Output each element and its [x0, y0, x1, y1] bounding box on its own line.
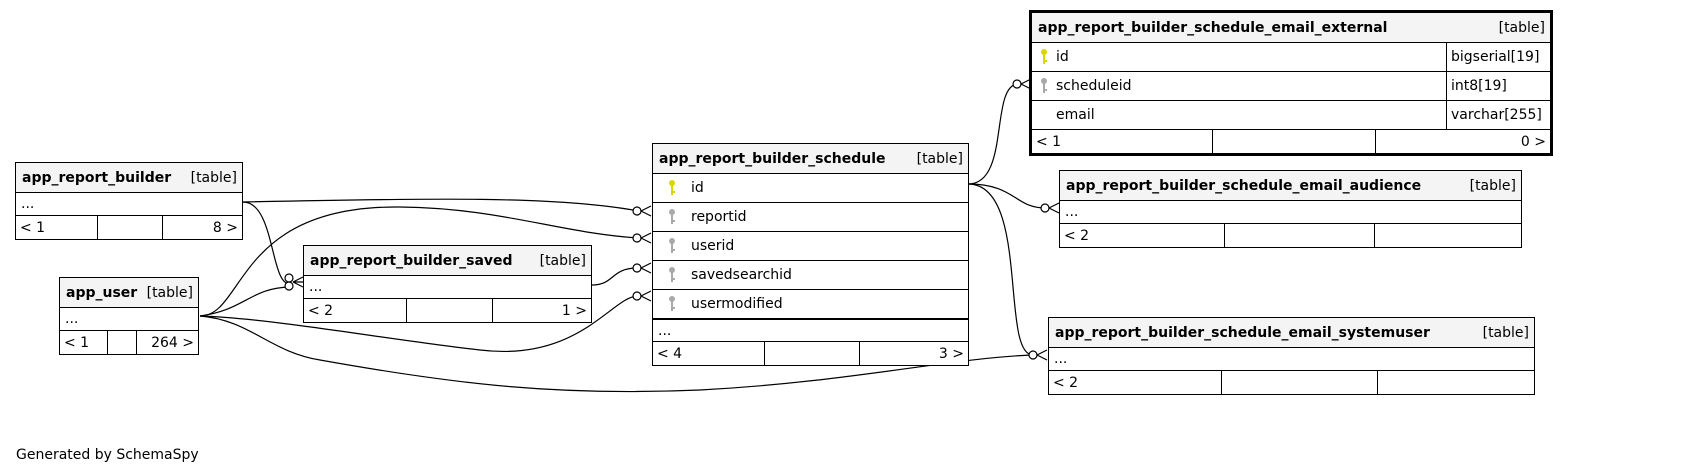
column-name: id	[691, 180, 704, 196]
relationship-line	[967, 83, 1018, 185]
table-type: [table]	[916, 150, 963, 167]
collapsed-columns: ...	[653, 318, 968, 341]
column-name: scheduleid	[1056, 78, 1132, 94]
column-name: userid	[691, 238, 735, 254]
collapsed-columns: ...	[1049, 347, 1534, 370]
table-type: [table]	[190, 169, 237, 186]
column-type: bigserial[19]	[1446, 43, 1550, 71]
column-count	[97, 216, 162, 239]
fk-key-icon	[653, 208, 691, 226]
relationship-line	[199, 206, 639, 317]
table-name: app_user	[66, 284, 138, 301]
parents-count[interactable]: < 1	[20, 219, 46, 236]
children-count[interactable]	[1377, 371, 1534, 394]
table-name: app_report_builder	[22, 169, 172, 186]
table-app-report-builder-schedule[interactable]: app_report_builder_schedule [table] id re…	[652, 143, 969, 366]
pk-key-icon	[653, 179, 691, 197]
column-row-reportid[interactable]: reportid	[653, 202, 968, 231]
table-name: app_report_builder_schedule	[659, 150, 886, 167]
collapsed-columns: ...	[60, 307, 198, 330]
children-count[interactable]: 1 >	[492, 299, 591, 322]
column-row-id[interactable]: id bigserial[19]	[1032, 42, 1550, 71]
table-footer: < 2	[1060, 223, 1521, 247]
column-row-savedsearchid[interactable]: savedsearchid	[653, 260, 968, 289]
relationship-line	[591, 267, 639, 286]
relationship-line	[967, 183, 1034, 356]
table-type: [table]	[1482, 324, 1529, 341]
relationship-line	[199, 295, 639, 353]
column-count	[1221, 371, 1377, 394]
collapsed-columns: ...	[304, 275, 591, 298]
column-type: varchar[255]	[1446, 101, 1550, 129]
parents-count[interactable]: < 4	[657, 345, 683, 362]
parents-count[interactable]: < 2	[308, 302, 334, 319]
column-row-usermodified[interactable]: usermodified	[653, 289, 968, 318]
column-count	[1224, 224, 1374, 247]
fk-key-icon	[1032, 77, 1056, 95]
table-footer: < 1 264 >	[60, 330, 198, 354]
column-row-userid[interactable]: userid	[653, 231, 968, 260]
parents-count[interactable]: < 2	[1053, 374, 1079, 391]
column-name: usermodified	[691, 296, 783, 312]
column-name: id	[1056, 49, 1069, 65]
column-name: email	[1056, 107, 1095, 123]
cardinality-markers	[284, 78, 1060, 361]
children-count[interactable]: 3 >	[859, 342, 968, 365]
table-app-report-builder-schedule-email-systemuser[interactable]: app_report_builder_schedule_email_system…	[1048, 317, 1535, 395]
table-footer: < 4 3 >	[653, 341, 968, 365]
column-name: reportid	[691, 209, 747, 225]
relationship-line	[199, 315, 1034, 393]
column-row-email[interactable]: email varchar[255]	[1032, 100, 1550, 129]
table-footer: < 1 0 >	[1032, 129, 1550, 153]
fk-key-icon	[653, 266, 691, 284]
relationship-line	[242, 201, 291, 285]
children-count[interactable]	[1374, 224, 1521, 247]
table-footer: < 2 1 >	[304, 298, 591, 322]
table-type: [table]	[1469, 177, 1516, 194]
column-count	[406, 299, 492, 322]
table-footer: < 1 8 >	[16, 215, 242, 239]
table-app-report-builder-schedule-email-audience[interactable]: app_report_builder_schedule_email_audien…	[1059, 170, 1522, 248]
table-name: app_report_builder_saved	[310, 252, 513, 269]
table-app-report-builder-schedule-email-external[interactable]: app_report_builder_schedule_email_extern…	[1029, 10, 1553, 156]
parents-count[interactable]: < 1	[1036, 133, 1062, 150]
relationship-line	[242, 198, 639, 212]
column-type: int8[19]	[1446, 72, 1550, 100]
relationship-line	[199, 286, 291, 317]
collapsed-columns: ...	[1060, 200, 1521, 223]
generated-by-note: Generated by SchemaSpy	[16, 447, 199, 463]
children-count[interactable]: 8 >	[162, 216, 242, 239]
table-name: app_report_builder_schedule_email_extern…	[1038, 19, 1388, 36]
fk-key-icon	[653, 237, 691, 255]
table-name: app_report_builder_schedule_email_system…	[1055, 324, 1430, 341]
column-count	[764, 342, 859, 365]
column-row-id[interactable]: id	[653, 173, 968, 202]
column-count	[107, 331, 136, 354]
fk-key-icon	[653, 295, 691, 313]
children-count[interactable]: 0 >	[1375, 130, 1550, 153]
pk-key-icon	[1032, 48, 1056, 66]
table-name: app_report_builder_schedule_email_audien…	[1066, 177, 1422, 194]
parents-count[interactable]: < 1	[64, 334, 90, 351]
column-row-scheduleid[interactable]: scheduleid int8[19]	[1032, 71, 1550, 100]
table-app-user[interactable]: app_user [table] ... < 1 264 >	[59, 277, 199, 355]
children-count[interactable]: 264 >	[136, 331, 198, 354]
table-footer: < 2	[1049, 370, 1534, 394]
collapsed-columns: ...	[16, 192, 242, 215]
table-type: [table]	[1498, 19, 1545, 36]
table-app-report-builder-saved[interactable]: app_report_builder_saved [table] ... < 2 …	[303, 245, 592, 323]
column-name: savedsearchid	[691, 267, 792, 283]
relationship-line	[967, 183, 1046, 209]
parents-count[interactable]: < 2	[1064, 227, 1090, 244]
column-count	[1212, 130, 1375, 153]
table-type: [table]	[146, 284, 193, 301]
table-type: [table]	[539, 252, 586, 269]
table-app-report-builder[interactable]: app_report_builder [table] ... < 1 8 >	[15, 162, 243, 240]
